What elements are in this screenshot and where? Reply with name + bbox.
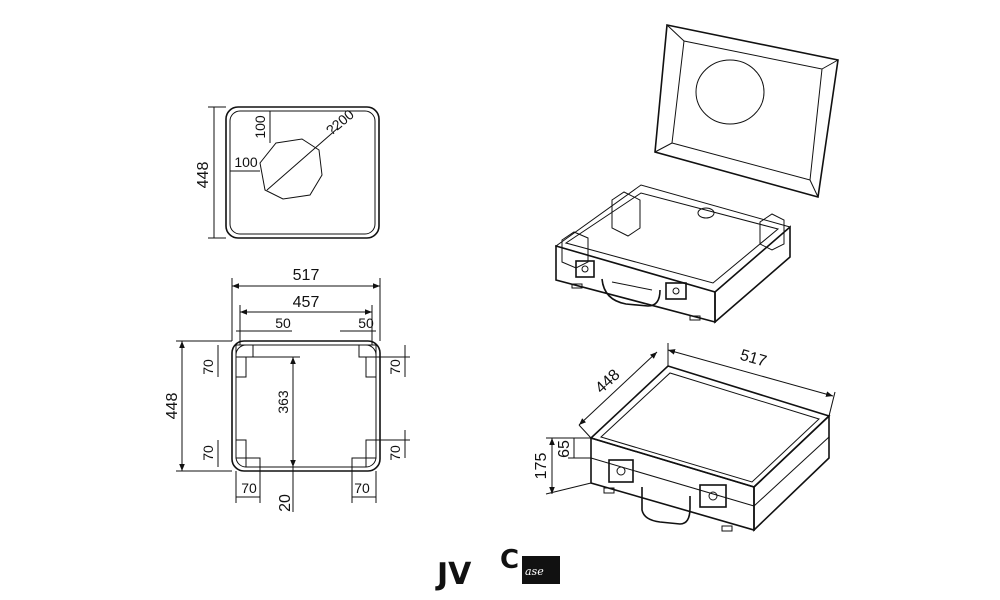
top-view-inner bbox=[229, 110, 376, 235]
dim-70-right-bottom: 70 bbox=[387, 445, 403, 461]
lid-round-cutout bbox=[695, 59, 765, 125]
dim-70-bottom-left: 70 bbox=[241, 480, 257, 496]
corner-block-tr bbox=[358, 344, 377, 358]
iso-closed-case: 517 448 175 65 bbox=[533, 343, 836, 532]
dim-363: 363 bbox=[275, 390, 291, 414]
dim-448-iso: 448 bbox=[592, 366, 623, 397]
lid-inner bbox=[671, 40, 823, 181]
closed-side-face bbox=[753, 414, 830, 532]
top-view-outer bbox=[225, 106, 380, 239]
dim-70-right-top: 70 bbox=[387, 359, 403, 375]
dim-175: 175 bbox=[533, 453, 550, 480]
corner-block-bl bbox=[235, 439, 247, 459]
logo-letters-jv: JV bbox=[435, 557, 472, 592]
dim-70-left-top: 70 bbox=[200, 359, 216, 375]
dim-70-left-bottom: 70 bbox=[200, 445, 216, 461]
dim-100-horizontal: 100 bbox=[234, 154, 258, 170]
dim-50-left: 50 bbox=[275, 315, 291, 331]
dim-65: 65 bbox=[556, 440, 573, 458]
dim-100-vertical: 100 bbox=[252, 115, 268, 139]
round-cutout bbox=[259, 138, 323, 200]
logo-box bbox=[522, 556, 560, 584]
latch-right bbox=[665, 282, 687, 300]
dim-448-section: 448 bbox=[164, 393, 181, 420]
corner-block-tl bbox=[235, 344, 254, 358]
dim-50-right: 50 bbox=[358, 315, 374, 331]
handle-open-case bbox=[601, 278, 661, 307]
section-view-drawing: 517 457 50 50 448 363 70 70 70 70 bbox=[164, 267, 410, 512]
jvcase-logo: JV C ase bbox=[435, 545, 560, 592]
dim-517-iso: 517 bbox=[738, 347, 768, 371]
logo-letter-c: C bbox=[500, 545, 519, 575]
top-view-drawing: 448 100 100 ?200 bbox=[195, 106, 380, 239]
closed-front-face bbox=[590, 436, 755, 532]
dim-line-517-iso bbox=[667, 349, 834, 397]
dim-20: 20 bbox=[277, 494, 294, 512]
corner-block-br bbox=[365, 439, 377, 459]
dim-70-bottom-right: 70 bbox=[354, 480, 370, 496]
closed-latch-left bbox=[608, 459, 634, 483]
closed-latch-right bbox=[699, 484, 727, 508]
base-side-face bbox=[714, 225, 791, 324]
closed-handle bbox=[641, 487, 691, 525]
dim-517-section: 517 bbox=[293, 267, 320, 284]
dim-448-top-view: 448 bbox=[195, 162, 212, 189]
dim-457: 457 bbox=[293, 294, 320, 311]
logo-sub: ase bbox=[525, 565, 544, 578]
section-outer-wall bbox=[231, 340, 381, 472]
lid-seam bbox=[590, 457, 755, 507]
iso-open-case bbox=[554, 24, 839, 324]
latch-left bbox=[575, 260, 595, 278]
